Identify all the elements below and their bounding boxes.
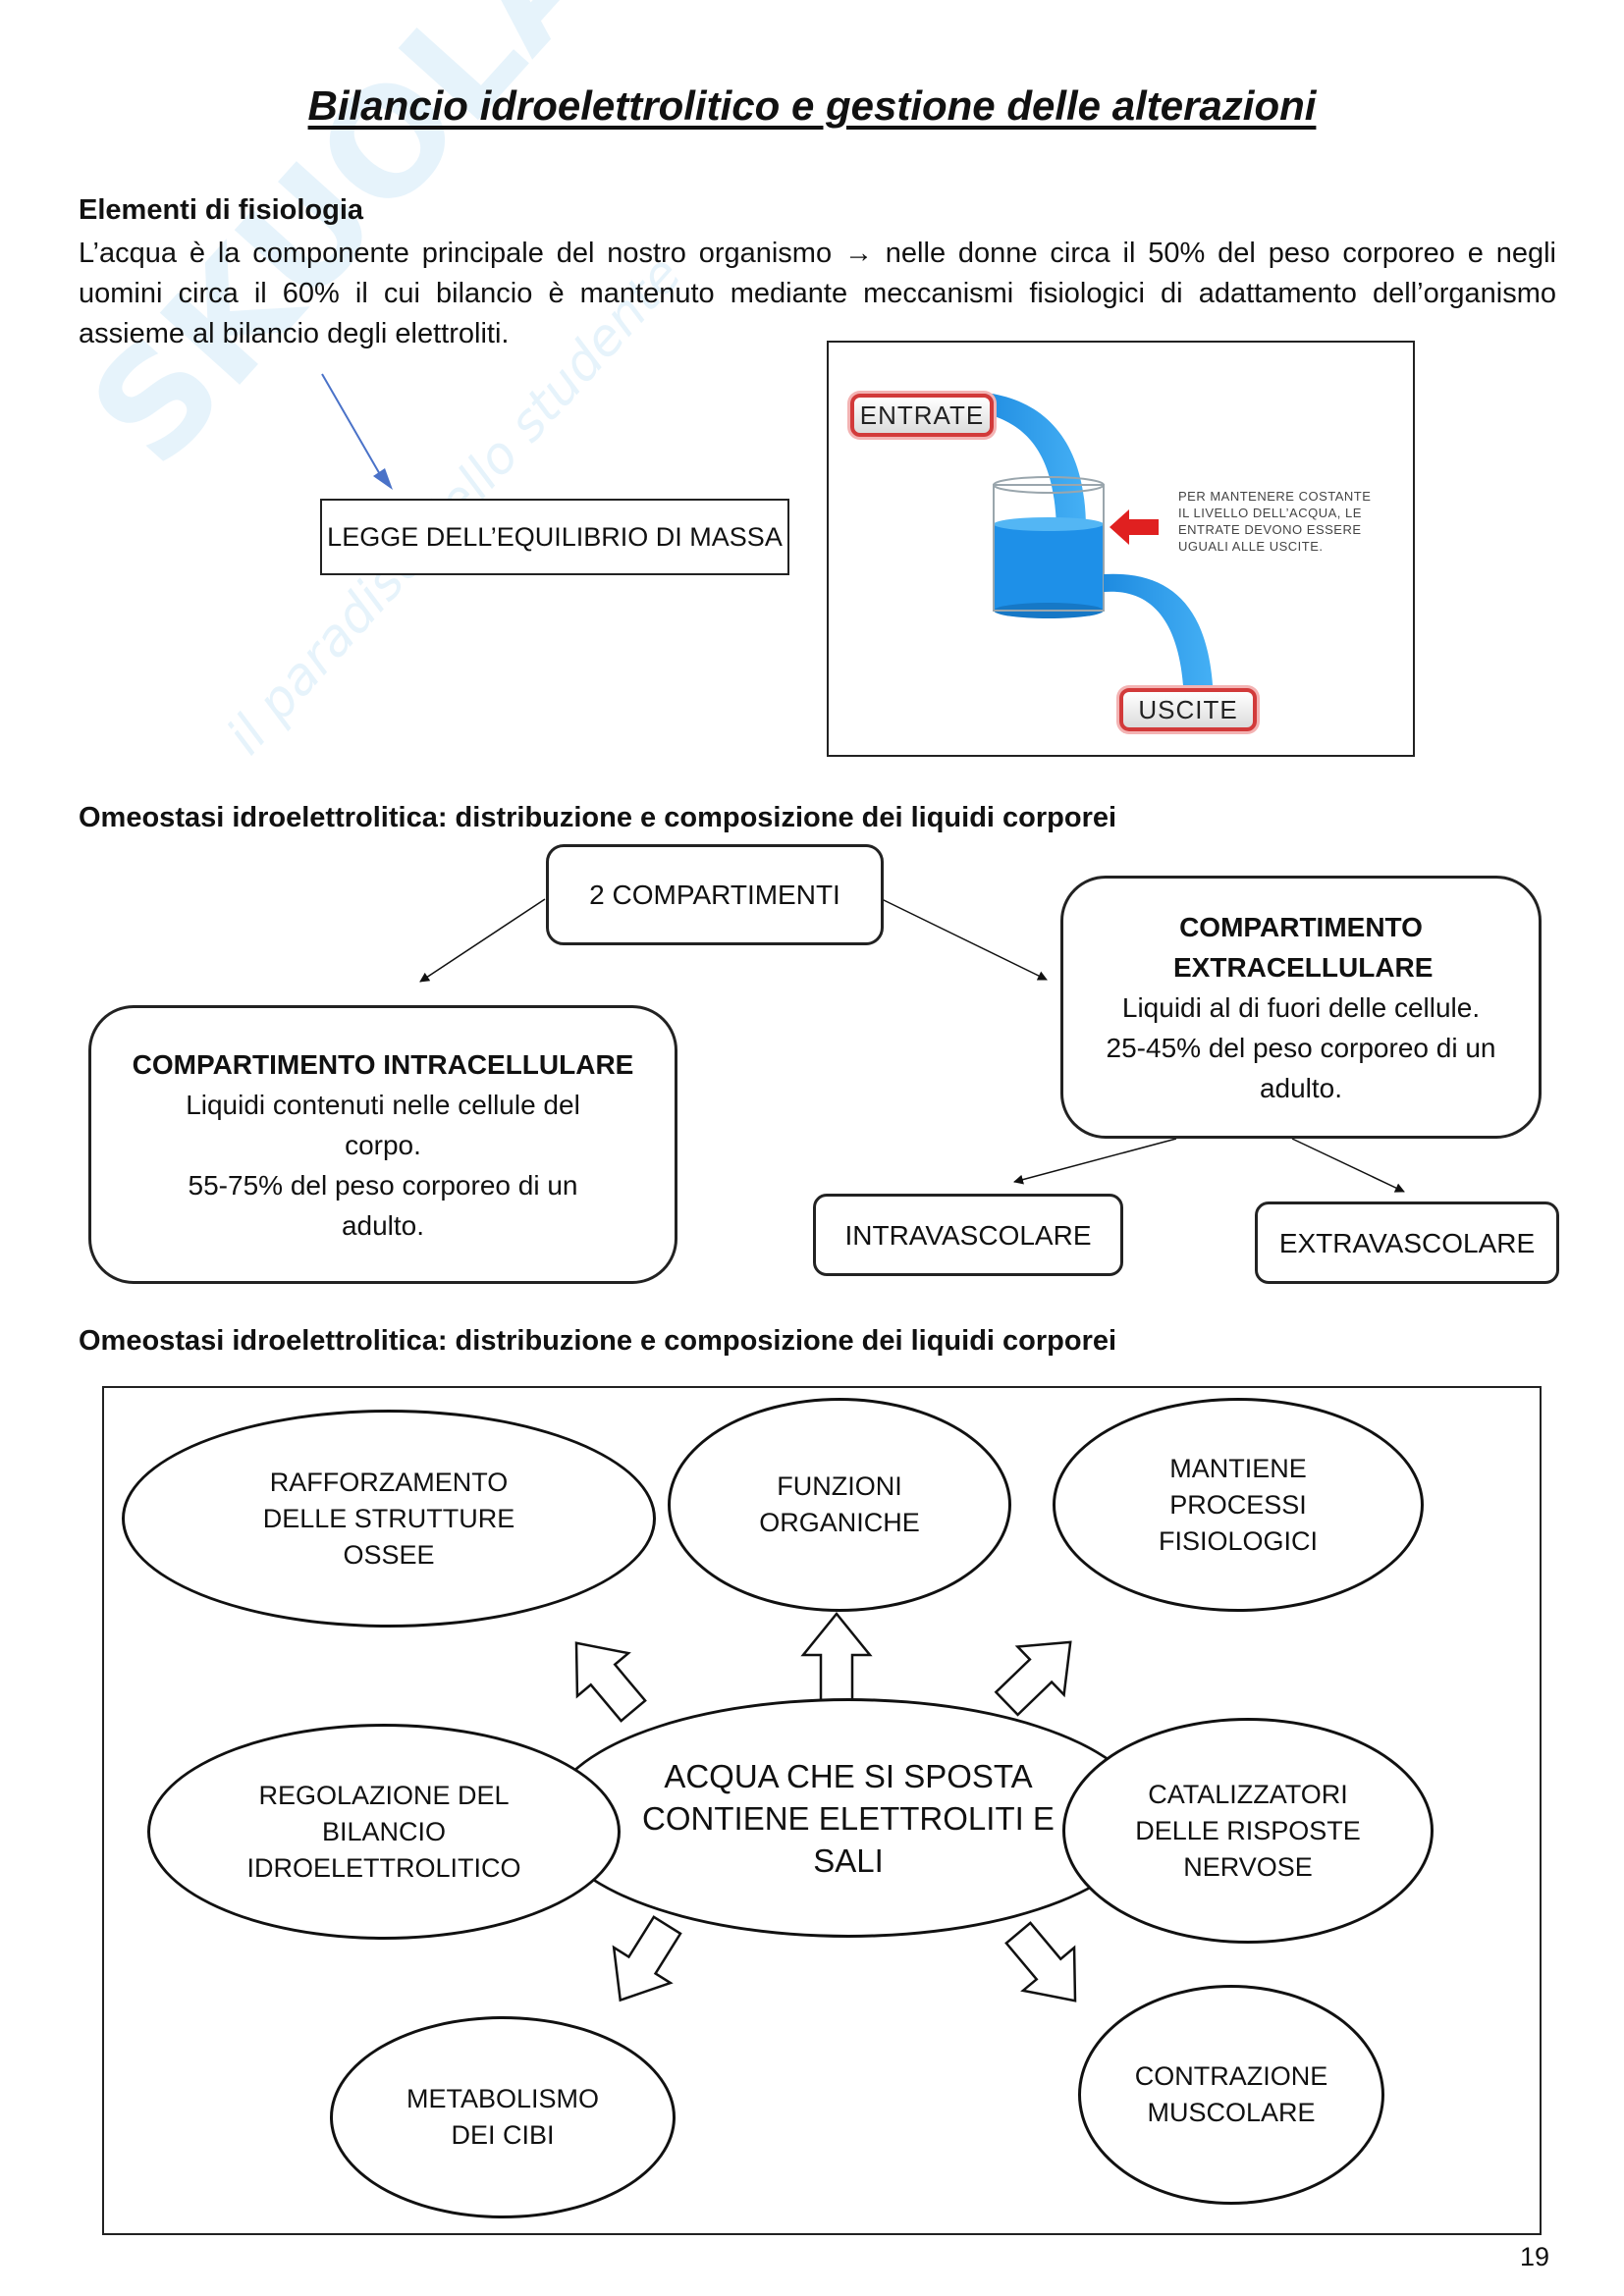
node-bones-label: RAFFORZAMENTO DELLE STRUTTURE OSSEE [227, 1465, 551, 1574]
arrow-down-left-icon [592, 1907, 695, 2017]
node-physiological-processes: MANTIENE PROCESSI FISIOLOGICI [1053, 1398, 1424, 1612]
node-muscle-contraction-label: CONTRAZIONE MUSCOLARE [1123, 2058, 1339, 2131]
node-regulation-label: REGOLAZIONE DEL BILANCIO IDROELETTROLITI… [237, 1778, 531, 1887]
arrow-up-icon [803, 1614, 870, 1702]
node-catalysts-label: CATALIZZATORI DELLE RISPOSTE NERVOSE [1130, 1777, 1366, 1886]
arrow-down-right-icon [993, 1911, 1101, 2022]
arrow-up-left-icon [551, 1622, 659, 1733]
node-metabolism: METABOLISMO DEI CIBI [330, 2016, 676, 2218]
node-metabolism-label: METABOLISMO DEI CIBI [405, 2081, 601, 2154]
node-organic-functions: FUNZIONI ORGANICHE [668, 1398, 1011, 1612]
center-label: ACQUA CHE SI SPOSTA CONTIENE ELETTROLITI… [629, 1755, 1067, 1882]
node-bones: RAFFORZAMENTO DELLE STRUTTURE OSSEE [122, 1410, 656, 1628]
arrow-up-right-icon [984, 1618, 1094, 1727]
center-ellipse: ACQUA CHE SI SPOSTA CONTIENE ELETTROLITI… [548, 1698, 1149, 1938]
node-physiological-processes-label: MANTIENE PROCESSI FISIOLOGICI [1140, 1451, 1336, 1560]
node-muscle-contraction: CONTRAZIONE MUSCOLARE [1078, 1985, 1384, 2205]
node-catalysts: CATALIZZATORI DELLE RISPOSTE NERVOSE [1062, 1718, 1434, 1944]
page-number: 19 [1520, 2242, 1549, 2272]
node-regulation: REGOLAZIONE DEL BILANCIO IDROELETTROLITI… [147, 1724, 621, 1940]
node-organic-functions-label: FUNZIONI ORGANICHE [741, 1468, 938, 1541]
